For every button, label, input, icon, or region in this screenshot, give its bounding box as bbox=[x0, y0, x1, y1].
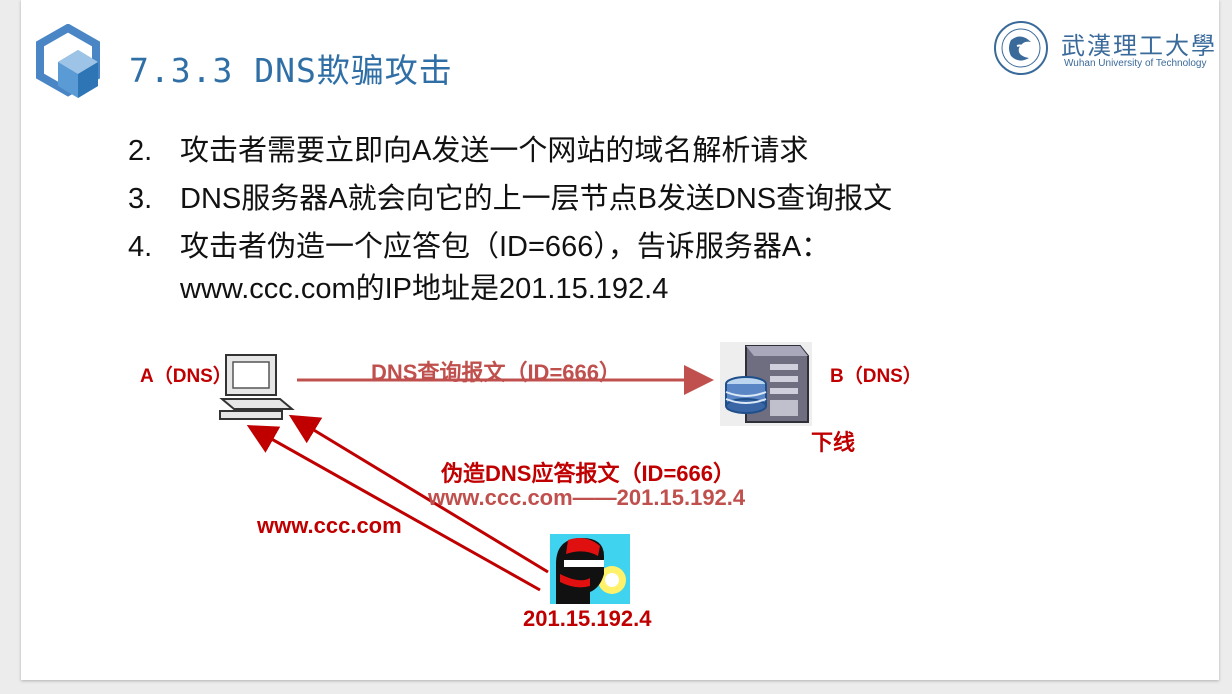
server-icon bbox=[720, 342, 812, 426]
forged-response-arrow bbox=[288, 414, 549, 574]
forged-mapping-label: www.ccc.com——201.15.192.4 bbox=[428, 485, 746, 510]
node-a-label: A（DNS） bbox=[140, 366, 232, 387]
list-item: 3. DNS服务器A就会向它的上一层节点B发送DNS查询报文 bbox=[128, 178, 968, 220]
list-item: 4. 攻击者伪造一个应答包（ID=666），告诉服务器A：www.ccc.com… bbox=[128, 226, 968, 310]
list-item-number: 3. bbox=[128, 183, 153, 215]
list-item-text: 攻击者需要立即向A发送一个网站的域名解析请求 bbox=[180, 135, 809, 167]
university-name-en: Wuhan University of Technology bbox=[1064, 58, 1207, 69]
list-item-text: DNS服务器A就会向它的上一层节点B发送DNS查询报文 bbox=[180, 183, 893, 215]
cube-logo-icon bbox=[36, 24, 100, 98]
hacker-icon bbox=[550, 534, 630, 604]
list-item-number: 2. bbox=[128, 135, 153, 167]
node-b-label: B（DNS） bbox=[830, 366, 922, 387]
request-domain-label: www.ccc.com bbox=[257, 513, 402, 538]
university-seal-icon bbox=[994, 21, 1048, 75]
query-message-label: DNS查询报文（ID=666） bbox=[371, 360, 622, 385]
university-name-cn: 武漢理工大學 bbox=[1061, 32, 1217, 60]
page-title: 7.3.3 DNS欺骗攻击 bbox=[129, 51, 453, 90]
list-item-number: 4. bbox=[128, 231, 153, 263]
attacker-ip-label: 201.15.192.4 bbox=[523, 606, 652, 631]
offline-label: 下线 bbox=[811, 430, 856, 455]
computer-icon bbox=[219, 354, 295, 420]
list-item: 2. 攻击者需要立即向A发送一个网站的域名解析请求 bbox=[128, 130, 968, 172]
forged-response-label: 伪造DNS应答报文（ID=666） bbox=[441, 461, 736, 486]
attack-steps-list: 2. 攻击者需要立即向A发送一个网站的域名解析请求 3. DNS服务器A就会向它… bbox=[128, 130, 968, 316]
list-item-text: 攻击者伪造一个应答包（ID=666），告诉服务器A：www.ccc.com的IP… bbox=[180, 231, 831, 305]
request-arrow bbox=[246, 425, 541, 592]
